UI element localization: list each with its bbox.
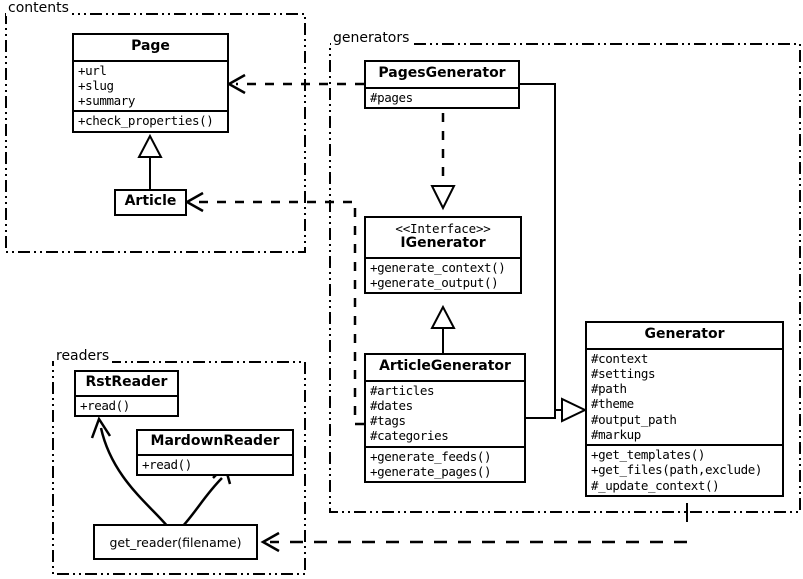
class-rstreader[interactable]: RstReader +read() (74, 370, 179, 417)
attribute: #output_path (591, 411, 677, 427)
attribute: #tags (370, 413, 406, 429)
attribute: +summary (78, 93, 136, 109)
class-igenerator-name: IGenerator (400, 235, 486, 251)
package-label-readers: readers (54, 348, 113, 364)
pagesgenerator-to-generator-line (520, 83, 562, 411)
class-igenerator[interactable]: <<Interface>> IGenerator +generate_conte… (364, 216, 522, 295)
attribute: #theme (591, 396, 634, 412)
articlegenerator-to-article-dependency-line (194, 200, 364, 426)
operation: +check_properties() (78, 113, 214, 129)
generator-inheritance-arrowhead (561, 397, 588, 423)
operation: +read() (80, 397, 130, 413)
operation: +read() (142, 456, 192, 472)
class-rstreader-operations: +read() (76, 394, 177, 415)
pagesgenerator-to-page-arrowhead (226, 73, 246, 95)
class-article[interactable]: Article (114, 189, 187, 216)
generators-package-frame (329, 43, 801, 513)
package-label-contents: contents (6, 0, 72, 16)
contents-package-frame (5, 13, 306, 253)
class-page-operations: +check_properties() (74, 110, 227, 130)
articlegenerator-to-article-arrowhead (184, 191, 204, 213)
class-pagesgenerator-attributes: #pages (366, 86, 518, 107)
attribute: #pages (370, 89, 413, 105)
operation: #_update_context() (591, 477, 720, 493)
class-generator-title: Generator (644, 326, 725, 342)
attribute: +url (78, 62, 107, 78)
getreader-to-rstreader-arrowhead (90, 416, 112, 439)
package-label-generators: generators (331, 30, 413, 46)
class-igenerator-title: <<Interface>> IGenerator (366, 218, 520, 257)
attribute: +slug (78, 77, 114, 93)
class-mardownreader-operations: +read() (138, 453, 292, 474)
article-to-page-arrowhead (137, 133, 163, 158)
class-pagesgenerator[interactable]: PagesGenerator #pages (364, 60, 520, 109)
class-mardownreader-title: MardownReader (150, 433, 280, 449)
class-pagesgenerator-title: PagesGenerator (378, 65, 506, 81)
node-get-reader[interactable]: get_reader(filename) (93, 524, 258, 560)
node-get-reader-label: get_reader(filename) (109, 534, 242, 550)
getreader-to-mardownreader-curve (181, 477, 223, 528)
operation: +generate_pages() (370, 463, 492, 479)
attribute: #markup (591, 426, 641, 442)
articlegenerator-to-generator-line (526, 410, 556, 419)
attribute: #context (591, 350, 649, 366)
class-articlegenerator[interactable]: ArticleGenerator #articles #dates #tags … (364, 353, 526, 484)
attribute: #categories (370, 428, 449, 444)
class-articlegenerator-title: ArticleGenerator (379, 358, 511, 374)
operation: +generate_output() (370, 274, 499, 290)
class-generator[interactable]: Generator #context #settings #path #them… (585, 321, 784, 497)
class-igenerator-stereotype: <<Interface>> (395, 221, 491, 236)
attribute: #path (591, 381, 627, 397)
operation: +generate_context() (370, 259, 506, 275)
class-mardownreader[interactable]: MardownReader +read() (136, 429, 294, 476)
operation: +generate_feeds() (370, 448, 492, 464)
class-generator-attributes: #context #settings #path #theme #output_… (587, 347, 782, 445)
class-page[interactable]: Page +url +slug +summary +check_properti… (72, 33, 229, 133)
attribute: #settings (591, 365, 656, 381)
class-page-attributes: +url +slug +summary (74, 59, 227, 111)
operation: +get_files(path,exclude) (591, 462, 763, 478)
articlegenerator-to-igenerator-arrowhead (430, 304, 456, 329)
class-articlegenerator-attributes: #articles #dates #tags #categories (366, 379, 524, 446)
getreader-to-rstreader-curve (99, 427, 169, 528)
attribute: #articles (370, 382, 435, 398)
class-article-title: Article (124, 193, 177, 209)
class-articlegenerator-operations: +generate_feeds() +generate_pages() (366, 445, 524, 482)
class-igenerator-operations: +generate_context() +generate_output() (366, 256, 520, 293)
attribute: #dates (370, 397, 413, 413)
generator-to-getreader-arrowhead (260, 531, 280, 553)
class-generator-operations: +get_templates() +get_files(path,exclude… (587, 444, 782, 495)
operation: +get_templates() (591, 447, 706, 463)
class-rstreader-title: RstReader (85, 374, 168, 390)
class-page-title: Page (131, 38, 170, 54)
pagesgenerator-to-igenerator-arrowhead (430, 185, 456, 211)
readers-package-frame (52, 361, 306, 575)
